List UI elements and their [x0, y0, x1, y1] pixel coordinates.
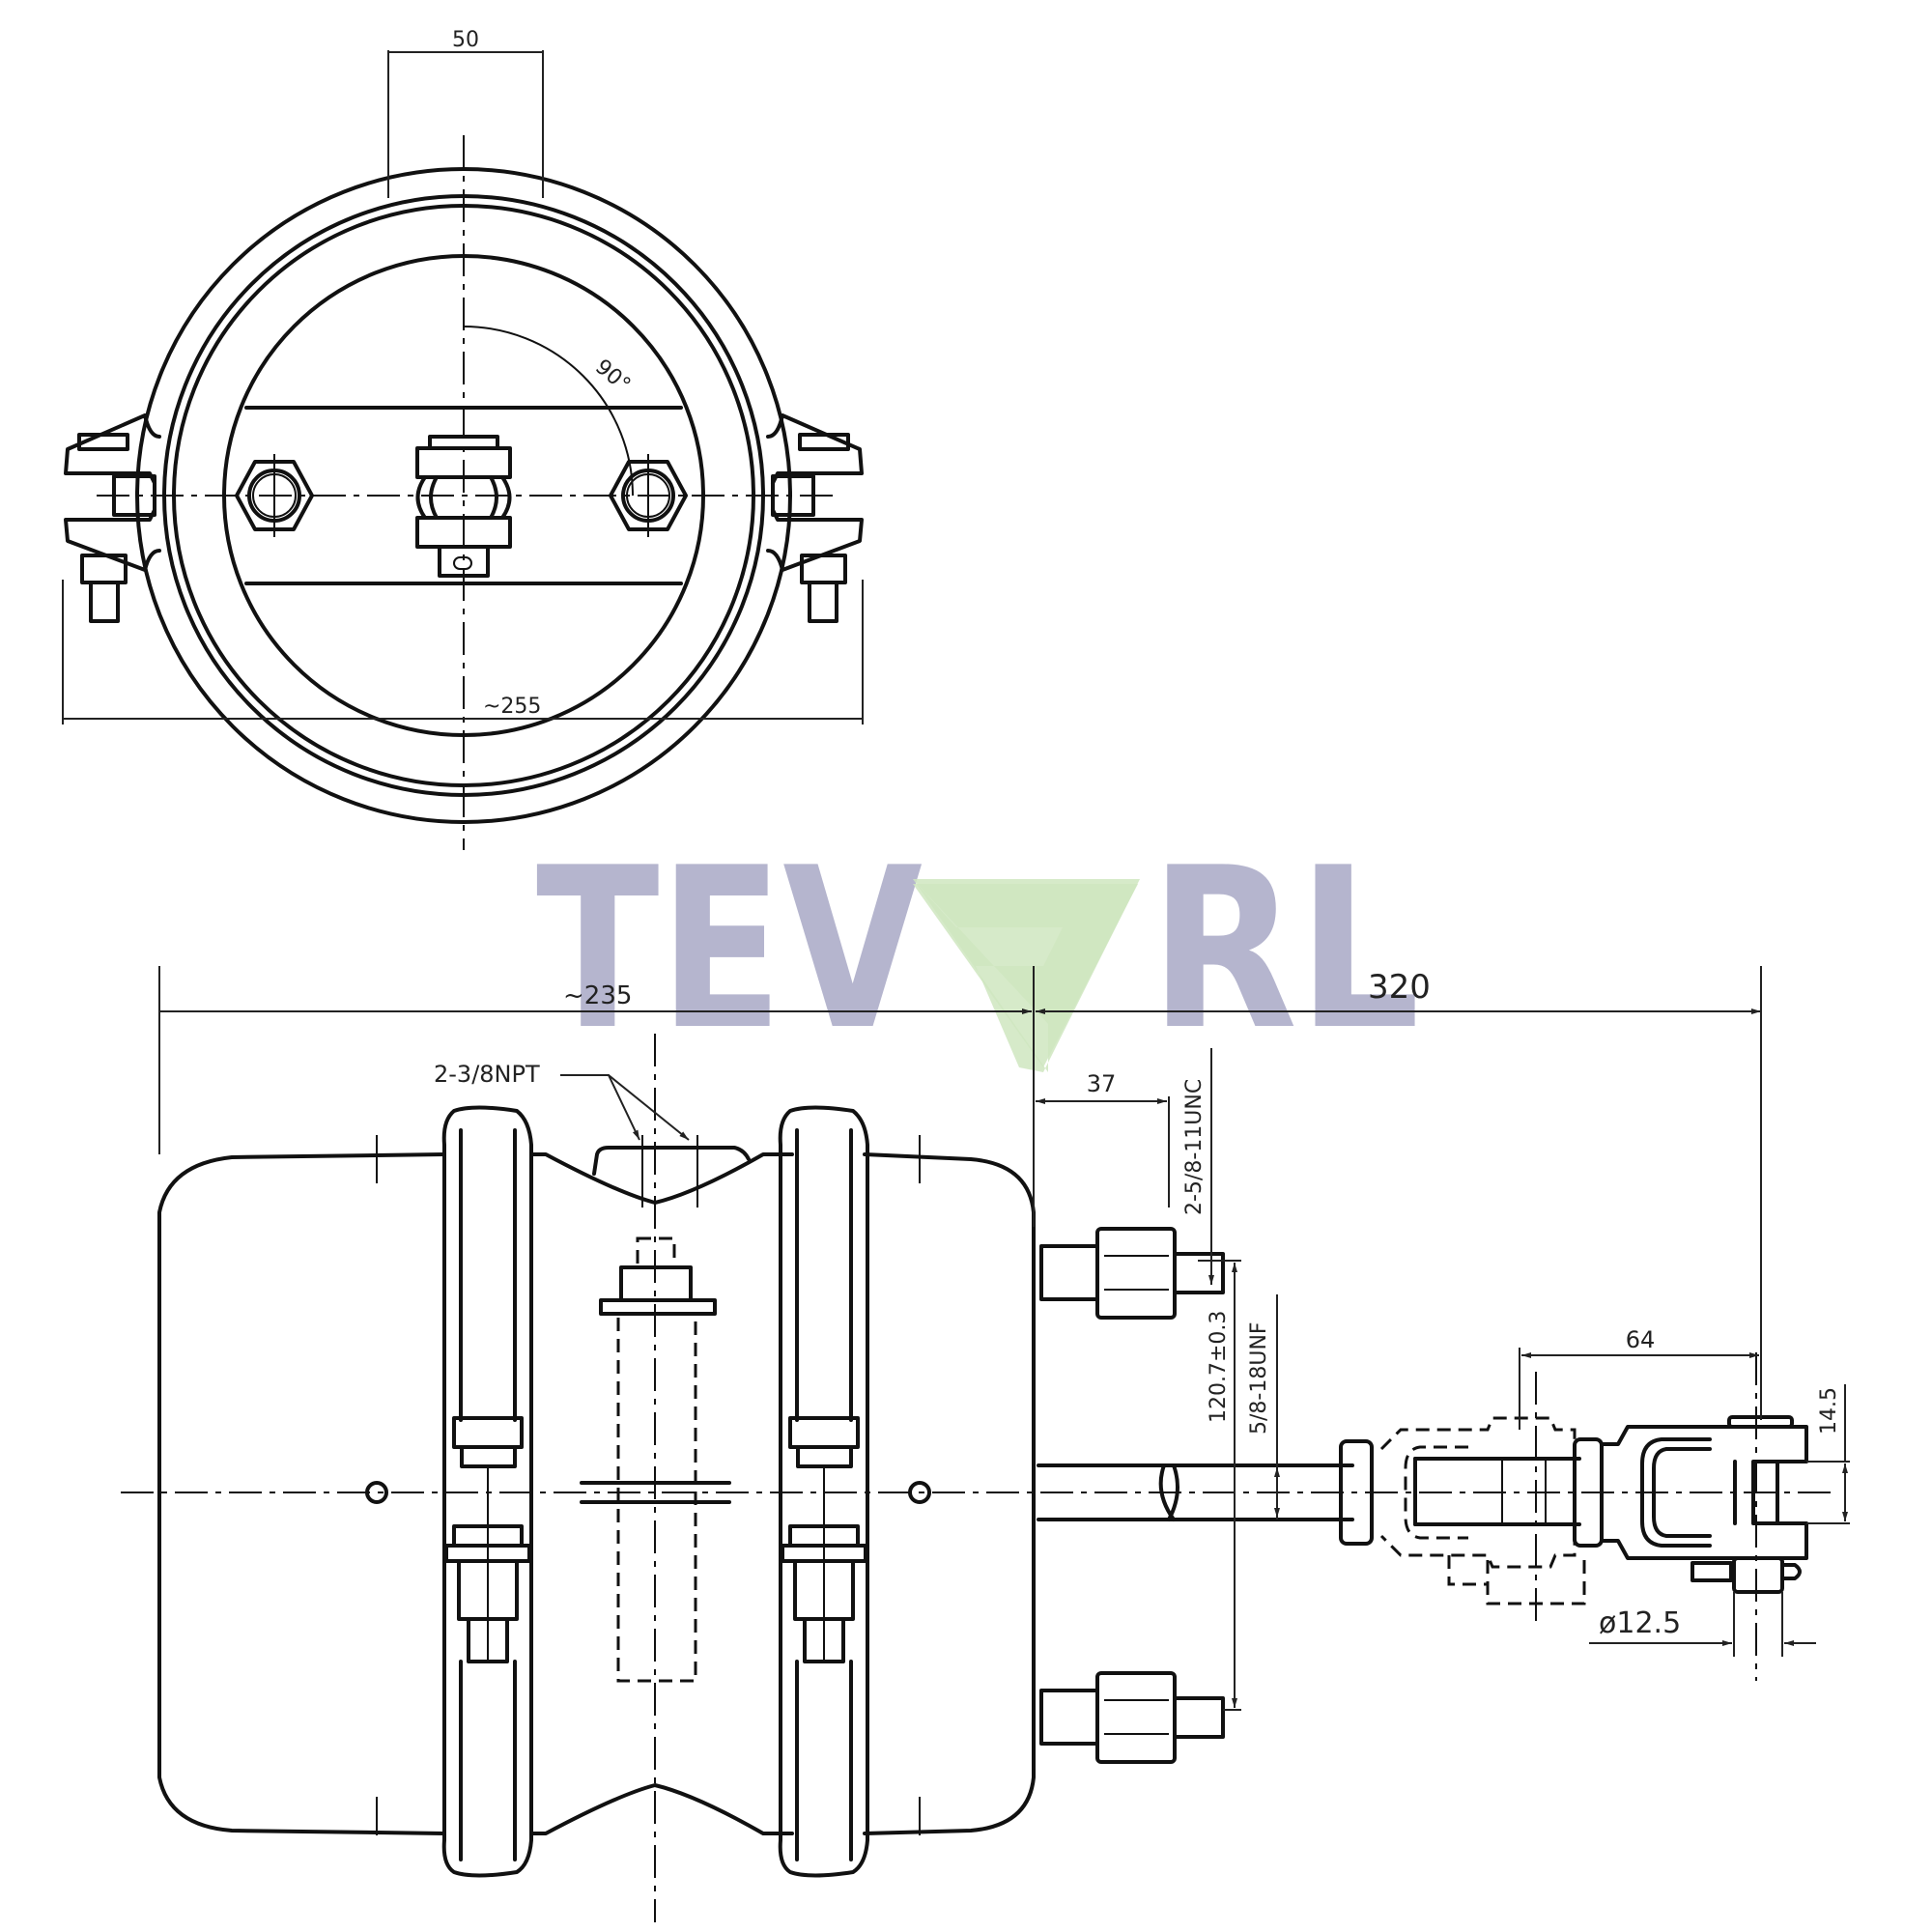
note-rod-thread: 5/8-18UNF	[1247, 1321, 1271, 1435]
dim-clevis-gap: 14.5	[1817, 1387, 1841, 1435]
note-ports: 2-3/8NPT	[434, 1061, 540, 1088]
watermark-text-left: TEV	[536, 821, 923, 1079]
dim-stud-length: 37	[1087, 1070, 1117, 1097]
dim-stud-spacing: 120.7±0.3	[1207, 1311, 1231, 1423]
watermark-logo: TEV RL	[536, 821, 1420, 1079]
note-studs: 2-5/8-11UNC	[1182, 1079, 1207, 1215]
watermark-triangle-icon	[913, 884, 1138, 1067]
dim-pin-diameter: ø12.5	[1599, 1606, 1681, 1640]
dim-clevis-offset: 64	[1626, 1326, 1656, 1353]
dim-overall-length: 320	[1368, 968, 1431, 1007]
dim-overall-width: ~255	[483, 695, 541, 719]
top-view: 50 90° ~255	[62, 28, 864, 850]
dim-bolt-offset: 50	[452, 28, 479, 52]
dim-body-length: ~235	[563, 981, 632, 1010]
watermark-text-right: RL	[1150, 821, 1420, 1079]
side-view: ~235 320 2-3/8NPT 37 2-5/8-11UNC 120.7±0…	[121, 966, 1850, 1922]
